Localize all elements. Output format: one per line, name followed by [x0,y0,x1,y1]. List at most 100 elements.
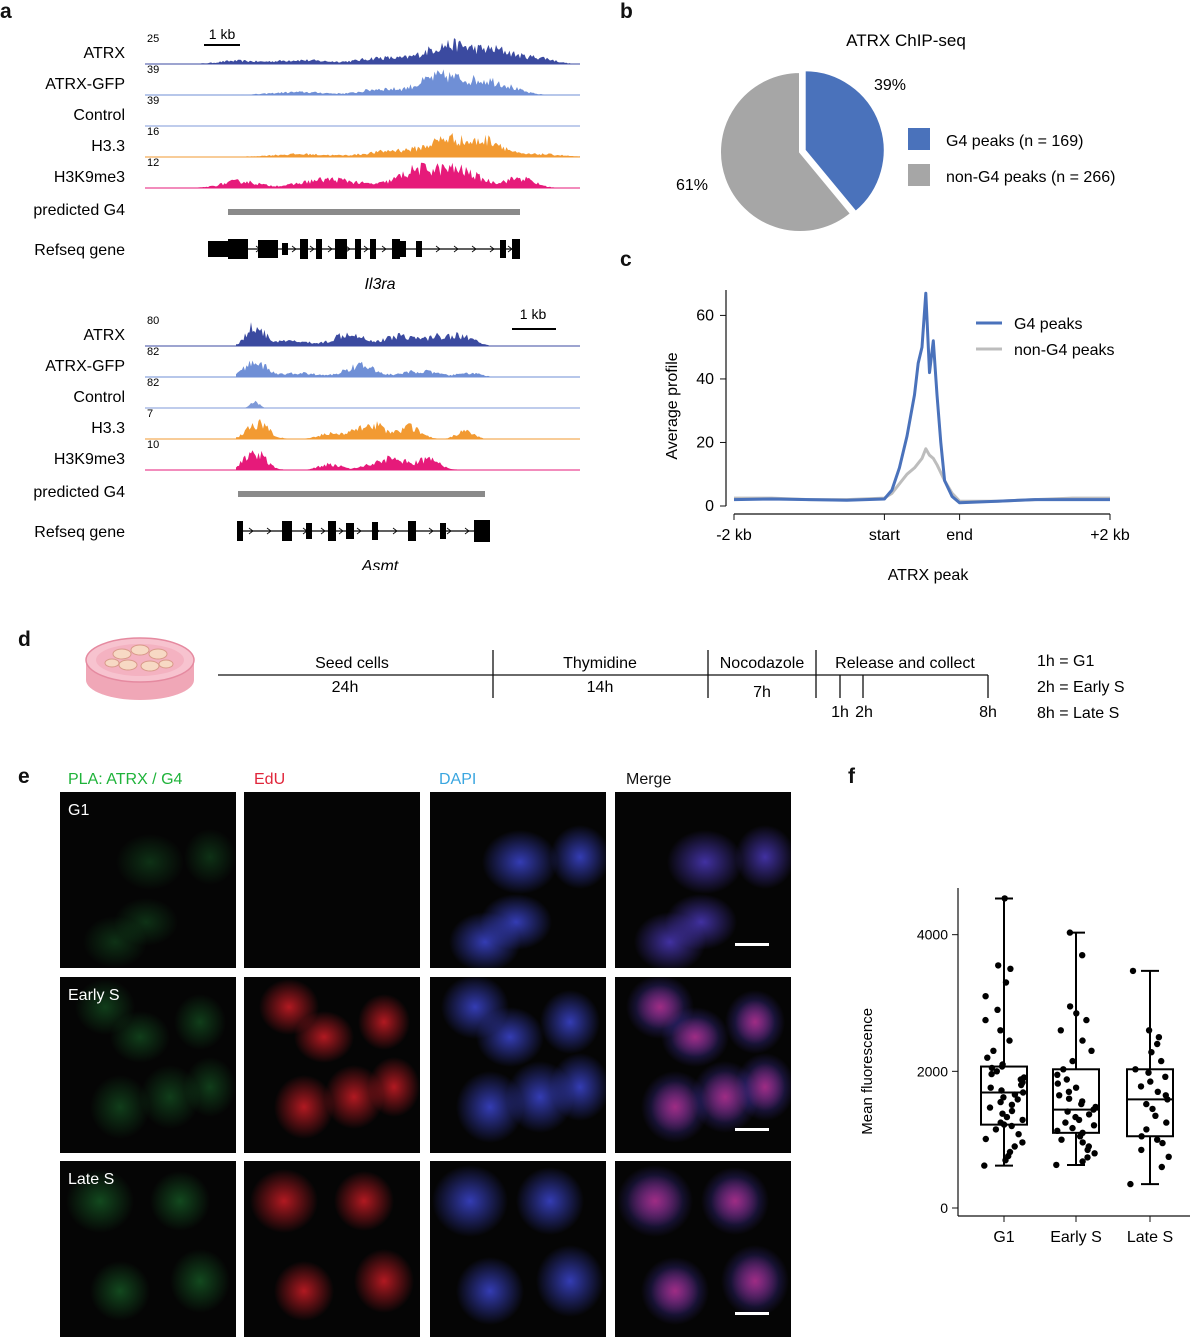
gene-exon [282,243,288,255]
data-point [1162,1092,1169,1099]
data-point [1058,1136,1065,1143]
time-label: 8h [979,704,997,721]
data-point [1079,1098,1086,1105]
data-point [1163,1119,1170,1126]
segment-duration: 14h [587,679,614,696]
track-scale: 39 [147,64,159,76]
track-label: ATRX-GFP [45,76,125,93]
gene-name: Asmt [361,558,399,570]
data-point [1129,967,1137,975]
track-label: ATRX-GFP [45,358,125,375]
box [1052,1068,1100,1134]
track-label: Control [73,107,125,124]
phase-legend: 2h = Early S [1037,679,1125,696]
data-point [987,1084,994,1091]
microscopy-image [430,1161,606,1337]
phase-row-label: Late S [68,1171,115,1188]
data-point [1149,1105,1156,1113]
gene-exon [500,240,506,258]
data-point [995,962,1002,969]
data-point [1079,1158,1086,1165]
strand-arrow [266,527,272,535]
y-tick-label: 60 [696,307,714,324]
data-point [1158,1057,1165,1065]
track-label: ATRX [84,45,126,62]
data-point [1008,1122,1015,1130]
pie-slice [803,69,886,214]
pie-percent-label: 61% [676,177,708,194]
x-tick-label: start [869,527,901,544]
x-tick-label: Early S [1050,1229,1102,1246]
gene-exon [258,240,278,258]
strand-arrow [428,527,434,535]
data-point [999,1061,1006,1068]
data-point [1138,1133,1145,1140]
predicted-g4-label: predicted G4 [33,484,125,501]
data-point [1054,1127,1061,1134]
column-title-pla: PLA: ATRX / G4 [68,771,183,788]
segment-duration: 24h [332,679,359,696]
data-point [1165,1153,1172,1160]
data-point [1007,965,1014,972]
strand-arrow [489,245,495,253]
data-point [1069,1124,1076,1132]
data-point [1066,1003,1074,1010]
data-point [990,1047,997,1054]
strand-arrow [255,245,261,253]
microscopy-image: G1 [60,792,236,968]
data-point [982,1135,989,1143]
track-label: H3K9me3 [54,169,125,186]
panel-label-c: c [620,248,632,271]
panel-label-e: e [18,765,30,788]
data-point [1065,1088,1073,1095]
gene-exon [355,239,361,259]
data-point [1162,1073,1169,1080]
data-point [997,1098,1004,1106]
data-point [988,1064,996,1072]
track-label: H3K9me3 [54,451,125,468]
data-point [1154,1088,1161,1095]
track-label: ATRX [84,327,126,344]
data-point [981,1162,988,1169]
strand-arrow [273,245,279,253]
strand-arrow [471,245,477,253]
panel-label-a: a [0,0,12,23]
strand-arrow [284,527,290,535]
gene-exon [512,239,520,259]
data-point [1011,1091,1019,1098]
data-point [1060,1066,1067,1073]
gene-exon [370,239,376,259]
panel-label-f: f [848,765,855,788]
coverage-track [190,133,580,157]
data-point [1069,1057,1076,1065]
data-point [1079,1037,1086,1044]
data-point [1056,1092,1063,1099]
x-axis-label: ATRX peak [888,567,970,584]
series-line [734,447,1110,503]
panel-label-b: b [620,0,633,23]
data-point [1154,1040,1161,1048]
y-tick-label: 40 [696,371,714,388]
data-point [1079,952,1086,959]
data-point [1072,1084,1080,1091]
strand-arrow [309,245,315,253]
strand-arrow [464,527,470,535]
pie-title: ATRX ChIP-seq [846,31,966,50]
strand-arrow [381,245,387,253]
x-tick-label: G1 [993,1229,1014,1246]
refseq-label: Refseq gene [34,524,125,541]
data-point [1152,1112,1159,1119]
microscopy-image [430,977,606,1153]
strand-arrow [338,527,344,535]
gene-exon [228,239,248,259]
track-label: H3.3 [91,138,125,155]
data-point [1008,1101,1016,1108]
data-point [1079,1139,1086,1146]
data-point [993,1068,1000,1075]
strand-arrow [356,527,362,535]
track-scale: 10 [147,439,159,451]
data-point [1154,1136,1161,1143]
predicted-g4-label: predicted G4 [33,202,125,219]
strand-arrow [345,245,351,253]
data-point [984,1054,991,1061]
